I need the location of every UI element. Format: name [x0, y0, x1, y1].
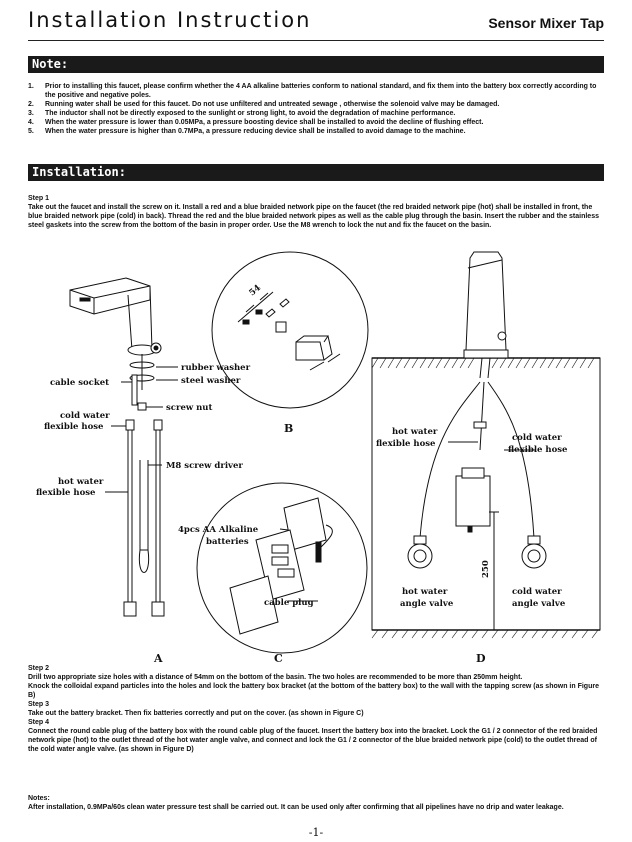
steps-block: Step 2 Drill two appropriate size holes … — [28, 664, 604, 754]
label-d-hot-hose-1: hot water — [392, 427, 438, 437]
step1-text: Take out the faucet and install the scre… — [28, 204, 599, 229]
notes-block: Notes: After installation, 0.9MPa/60s cl… — [28, 794, 604, 812]
page-title: Installation Instruction — [28, 8, 312, 32]
label-rubber-washer: rubber washer — [181, 363, 251, 373]
dimension-54: 54 — [248, 283, 264, 298]
label-cable-socket: cable socket — [50, 378, 109, 388]
label-cold-water-hose-1: cold water — [60, 411, 110, 421]
note-item: 2.Running water shall be used for this f… — [28, 101, 500, 108]
note-item: 1.Prior to installing this faucet, pleas… — [28, 83, 597, 99]
notes-title: Notes: — [28, 795, 50, 802]
label-d-hot-hose-2: flexible hose — [376, 439, 436, 449]
product-name: Sensor Mixer Tap — [488, 15, 604, 31]
label-cable-plug: cable plug — [264, 598, 314, 608]
figure-d-caption: D — [476, 652, 486, 662]
page-number: -1- — [308, 826, 324, 839]
label-hot-valve-2: angle valve — [400, 599, 454, 609]
label-hot-water-hose-1: hot water — [58, 477, 104, 487]
label-hot-valve-1: hot water — [402, 587, 448, 597]
label-batteries-1: 4pcs AA Alkaline — [178, 525, 259, 535]
step1-title: Step 1 — [28, 195, 50, 202]
note-item: 3.The inductor shall not be directly exp… — [28, 110, 456, 117]
note-item: 4.When the water pressure is lower than … — [28, 119, 484, 126]
note-list: 1.Prior to installing this faucet, pleas… — [28, 82, 600, 136]
installation-heading: Installation: — [28, 164, 604, 181]
dimension-250: 250 — [481, 560, 491, 578]
label-hot-water-hose-2: flexible hose — [36, 488, 96, 498]
label-cold-valve-2: angle valve — [512, 599, 566, 609]
figure-c-caption: C — [274, 652, 283, 662]
figure-b — [211, 251, 369, 409]
label-steel-washer: steel washer — [181, 376, 241, 386]
figure-c — [196, 482, 368, 654]
step2-text-1: Drill two appropriate size holes with a … — [28, 674, 523, 681]
label-d-cold-hose-2: flexible hose — [508, 445, 568, 455]
label-batteries-2: batteries — [206, 537, 249, 547]
note-item: 5.When the water pressure is higher than… — [28, 128, 466, 135]
label-d-cold-hose-1: cold water — [512, 433, 562, 443]
note-heading: Note: — [28, 56, 604, 73]
step1-block: Step 1 Take out the faucet and install t… — [28, 194, 604, 230]
step4-title: Step 4 — [28, 719, 50, 726]
figure-b-caption: B — [284, 422, 293, 435]
step2-text-2: Knock the colloidal expand particles int… — [28, 683, 599, 699]
figure-d — [371, 251, 601, 639]
label-m8-screw-driver: M8 screw driver — [166, 461, 243, 471]
header-rule — [28, 40, 604, 41]
step4-text: Connect the round cable plug of the batt… — [28, 728, 598, 753]
step3-text: Take out the battery bracket. Then fix b… — [28, 710, 364, 717]
label-cold-valve-1: cold water — [512, 587, 562, 597]
installation-diagram: rubber washer cable socket steel washer … — [36, 251, 601, 662]
label-screw-nut: screw nut — [166, 403, 212, 413]
label-cold-water-hose-2: flexible hose — [44, 422, 104, 432]
notes-text: After installation, 0.9MPa/60s clean wat… — [28, 804, 564, 811]
figure-a-caption: A — [153, 652, 163, 662]
step3-title: Step 3 — [28, 701, 50, 708]
figure-a — [69, 277, 178, 617]
step2-title: Step 2 — [28, 665, 50, 672]
